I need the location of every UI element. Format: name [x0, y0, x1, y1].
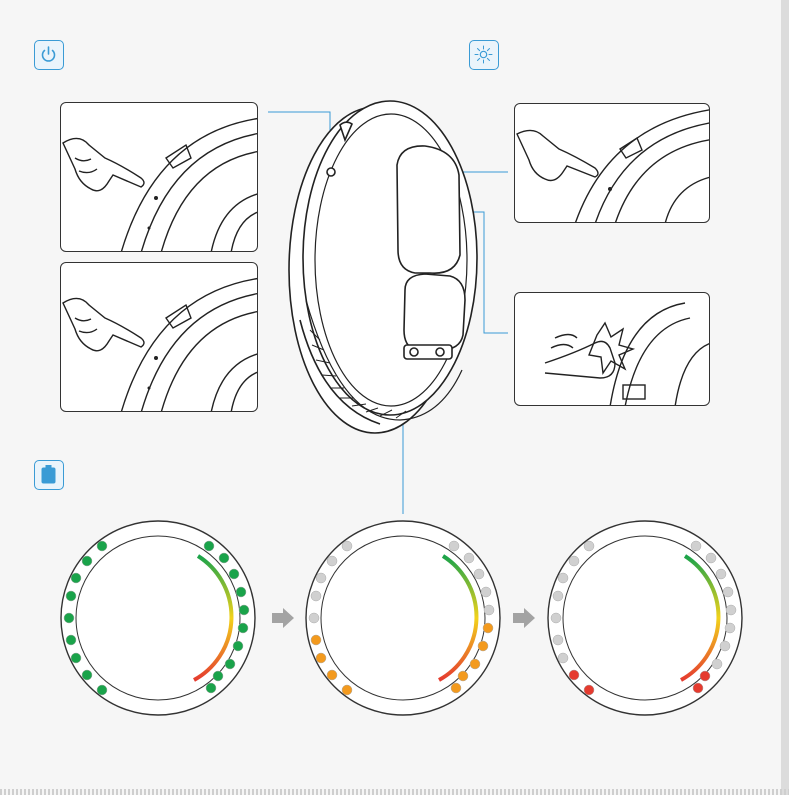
light-press-panel [514, 103, 710, 223]
pad-wipe-panel [514, 292, 710, 406]
arrow-right-icon [272, 608, 294, 628]
page-edge [781, 0, 789, 795]
battery-ring-full [58, 518, 258, 718]
power-press-panel-top [60, 102, 258, 252]
unicycle-body [289, 101, 477, 433]
battery-ring-low [545, 518, 745, 718]
arrow-right-icon [513, 608, 535, 628]
power-press-panel-bottom [60, 262, 258, 412]
print-crop-marks [0, 789, 789, 795]
battery-ring-medium [303, 518, 503, 718]
